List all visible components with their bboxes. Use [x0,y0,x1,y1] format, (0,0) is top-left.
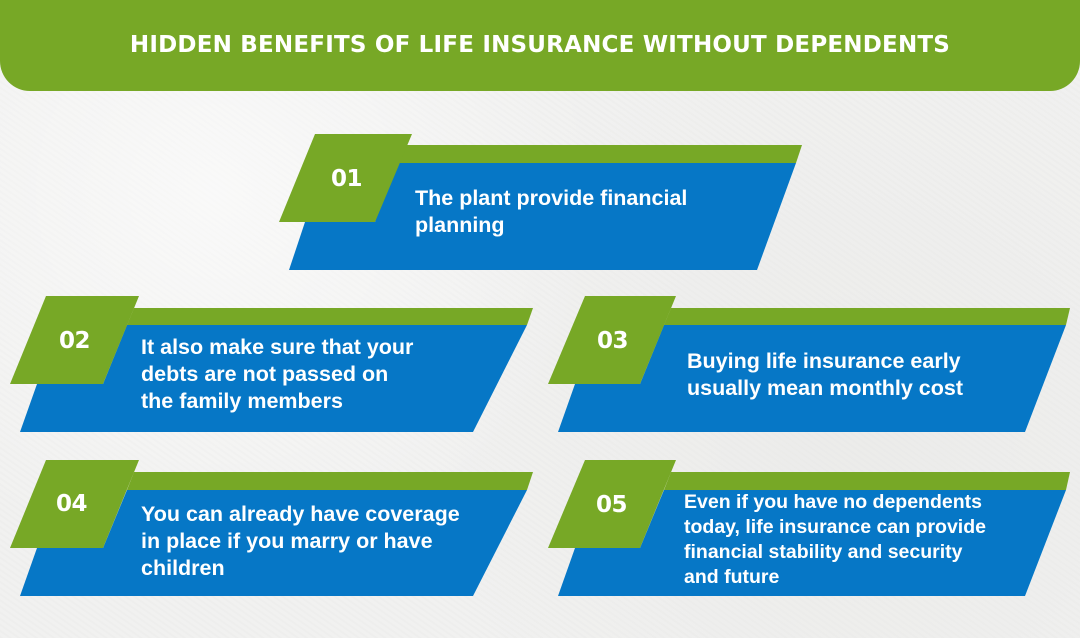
header-banner: HIDDEN BENEFITS OF LIFE INSURANCE WITHOU… [0,0,1080,91]
benefit-text: You can already have coverage in place i… [141,501,460,582]
benefit-number: 05 [596,492,628,518]
benefit-number: 04 [56,491,88,517]
benefit-text: Buying life insurance early usually mean… [687,348,963,402]
blue-card-body [20,490,527,596]
number-tab [10,460,139,548]
benefit-text-line: and future [684,566,780,588]
benefit-text-line: today, life insurance can provide [684,516,986,538]
benefit-text-line: the family members [141,389,343,413]
benefit-text-line: The plant provide financial [415,186,688,210]
benefit-number: 03 [597,328,629,354]
green-accent-bar [127,308,533,325]
card-shape-02 [10,296,533,432]
green-accent-bar [393,145,802,163]
benefit-text-line: financial stability and security [684,541,963,563]
number-tab [10,296,139,384]
benefit-text-line: debts are not passed on [141,362,389,386]
card-shape-05 [548,460,1070,596]
number-tab [548,460,676,548]
green-accent-bar [127,472,533,490]
card-shape-03 [548,296,1070,432]
benefit-text: Even if you have no dependents today, li… [684,490,986,590]
card-shape-01 [279,134,802,270]
green-accent-bar [664,308,1070,325]
benefit-text-line: Even if you have no dependents [684,491,982,513]
benefit-text-line: usually mean monthly cost [687,376,963,400]
blue-card-body [289,163,796,270]
green-accent-bar [664,472,1070,490]
benefit-text-line: in place if you marry or have [141,529,433,553]
number-tab [279,134,412,222]
benefit-text-line: planning [415,213,505,237]
blue-card-body [558,490,1066,596]
benefit-number: 02 [59,328,91,354]
number-tab [548,296,676,384]
card-shape-04 [10,460,533,596]
benefit-text-line: You can already have coverage [141,502,460,526]
blue-card-body [558,325,1066,432]
benefit-text: The plant provide financial planning [415,185,687,239]
benefit-text-line: It also make sure that your [141,335,414,359]
benefit-number: 01 [331,166,363,192]
benefit-text-line: Buying life insurance early [687,349,961,373]
page-title: HIDDEN BENEFITS OF LIFE INSURANCE WITHOU… [129,31,951,58]
blue-card-body [20,325,527,432]
benefit-text: It also make sure that your debts are no… [141,334,413,415]
benefit-text-line: children [141,556,225,580]
